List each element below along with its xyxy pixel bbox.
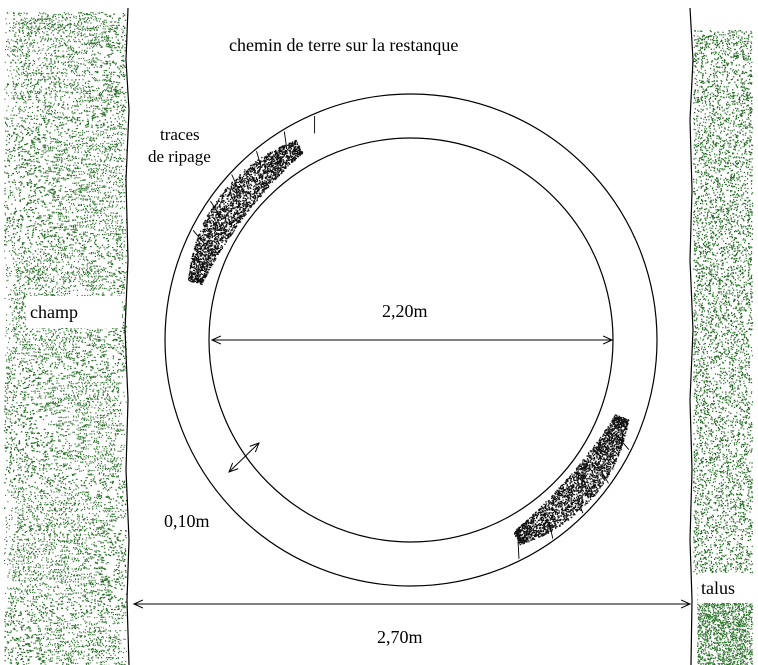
embankment-label-bg [698, 573, 756, 603]
field-vegetation-left [4, 12, 128, 665]
embankment-label: talus [701, 578, 735, 598]
ring-thickness-arrow [229, 443, 259, 472]
traces-label-line2: de ripage [148, 147, 211, 166]
path-label: chemin de terre sur la restanque [229, 35, 458, 55]
scrape-tick [192, 230, 205, 244]
embankment-vegetation-right [693, 30, 754, 665]
scrape-tick [231, 174, 240, 191]
well-outer-circle [164, 93, 658, 587]
scrape-tick [617, 436, 630, 450]
scrape-tick [210, 200, 221, 217]
path-edge-right [689, 7, 694, 665]
scrape-tick [599, 468, 609, 484]
scrape-marks-lower-right [514, 414, 630, 546]
traces-label-line1: traces [160, 125, 200, 144]
scrape-tick [548, 521, 554, 539]
well-inner-circle [208, 137, 614, 543]
scrape-tick [256, 150, 262, 169]
path-edge-left [124, 7, 130, 665]
path-width-label: 2,70m [377, 627, 423, 647]
field-label: champ [30, 302, 78, 322]
inner-diameter-label: 2,20m [382, 301, 428, 321]
scrape-tick [575, 496, 584, 514]
scrape-tick [517, 541, 520, 559]
scrape-tick-marks [192, 115, 630, 559]
scrape-tick [283, 131, 288, 149]
ring-thickness-label: 0,10m [164, 511, 210, 531]
field-label-bg [26, 296, 122, 328]
scrape-marks-upper-left [188, 139, 304, 286]
